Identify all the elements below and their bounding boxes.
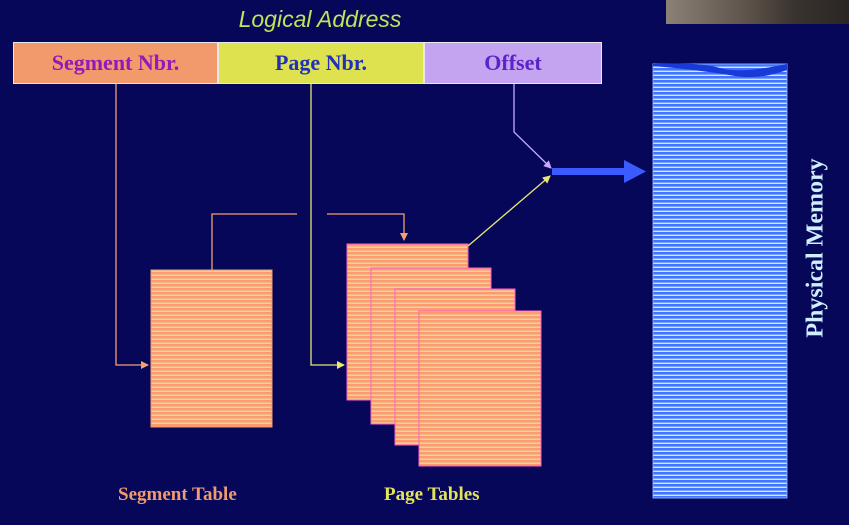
offset-wire <box>513 84 552 169</box>
logical-address-title: Logical Address <box>238 6 402 32</box>
presenter-webcam-thumbnail <box>666 0 849 24</box>
page-tables-label: Page Tables <box>384 484 480 505</box>
page-number-field: Page Nbr. <box>218 42 424 84</box>
page-table-4 <box>418 310 542 467</box>
page-table-select-wire <box>327 213 408 241</box>
offset-field: Offset <box>424 42 602 84</box>
segment-table-output-wire <box>211 213 297 270</box>
physical-memory-top-edge <box>653 63 787 78</box>
physical-memory-label: Physical Memory <box>802 158 829 338</box>
physical-address-arrow-head <box>624 160 646 183</box>
page-number-wire <box>310 84 345 369</box>
physical-memory-block <box>652 63 788 499</box>
frame-wire <box>467 175 551 247</box>
segment-table-label: Segment Table <box>118 484 237 505</box>
segment-table <box>150 269 273 428</box>
segment-number-field: Segment Nbr. <box>13 42 218 84</box>
physical-address-arrow-shaft <box>552 168 626 175</box>
segment-number-wire <box>115 84 149 369</box>
